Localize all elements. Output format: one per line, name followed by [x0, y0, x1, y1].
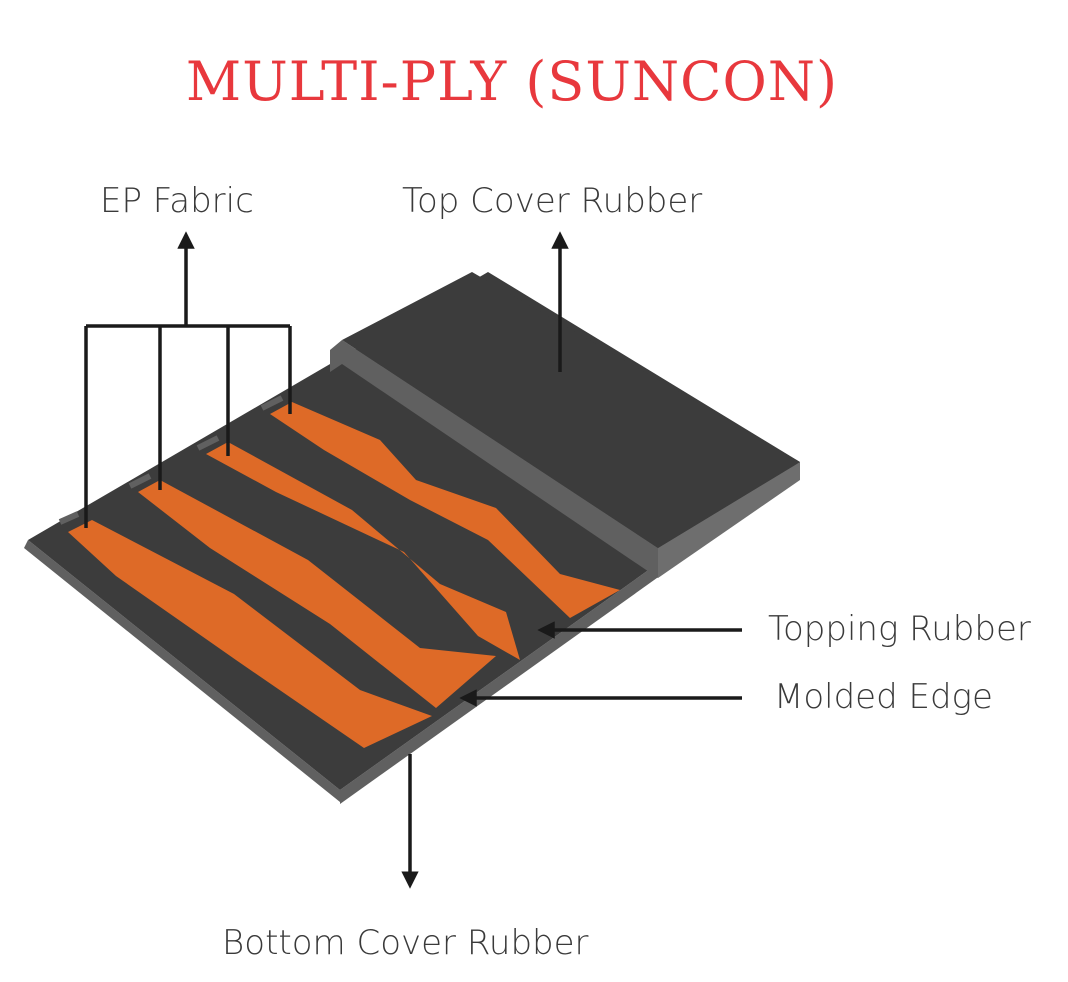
base-front-edge — [24, 540, 340, 802]
ep-fabric-ply-4 — [270, 402, 620, 618]
label-bottom-cover-rubber: Bottom Cover Rubber — [222, 923, 589, 963]
ply-step-ridge-4 — [260, 395, 284, 411]
ply-step-ridge-1 — [58, 511, 80, 525]
top-cover-rubber-block — [342, 272, 800, 548]
top-cover-right-face — [658, 462, 800, 578]
top-cover-step-edge — [330, 340, 342, 372]
ep-fabric-ply-2 — [138, 480, 496, 708]
top-cover-front-face — [342, 340, 658, 578]
label-ep-fabric: EP Fabric — [100, 181, 254, 221]
label-molded-edge: Molded Edge — [774, 677, 993, 717]
ep-fabric-ply-3 — [206, 442, 520, 660]
label-topping-rubber: Topping Rubber — [768, 609, 1031, 649]
ep-fabric-ply-1 — [68, 520, 432, 748]
label-top-cover-rubber: Top Cover Rubber — [402, 181, 702, 221]
ply-step-ridge-3 — [196, 435, 220, 451]
diagram-title: MULTI-PLY (SUNCON) — [186, 50, 838, 113]
ply-step-ridge-2 — [128, 473, 152, 489]
